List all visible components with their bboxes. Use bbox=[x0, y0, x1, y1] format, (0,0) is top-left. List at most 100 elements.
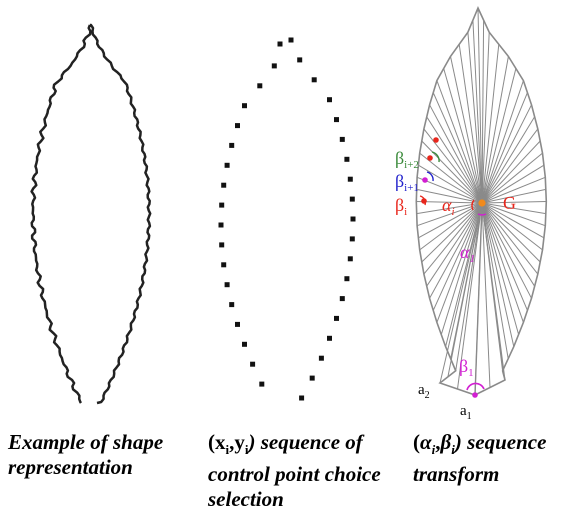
ray-line bbox=[429, 202, 483, 299]
control-point bbox=[350, 216, 356, 222]
ray-line bbox=[419, 152, 483, 204]
ray-line bbox=[481, 32, 490, 204]
ray-line bbox=[481, 56, 509, 204]
ray-line bbox=[432, 92, 483, 204]
label-G: G bbox=[503, 193, 516, 213]
centroid-point bbox=[478, 199, 486, 207]
control-point bbox=[218, 222, 224, 228]
caption-shape: Example of shape representation bbox=[8, 430, 164, 479]
ray-line bbox=[481, 202, 539, 275]
control-point bbox=[229, 142, 235, 148]
ray-line bbox=[421, 140, 483, 204]
control-point bbox=[219, 242, 225, 248]
control-point bbox=[334, 315, 339, 321]
control-point bbox=[327, 335, 332, 341]
control-point bbox=[229, 302, 235, 308]
control-point bbox=[309, 375, 315, 381]
ray-line bbox=[481, 164, 545, 204]
ray-line bbox=[439, 202, 483, 384]
control-point bbox=[344, 276, 350, 282]
ray-line bbox=[445, 202, 483, 347]
control-point bbox=[327, 97, 332, 103]
control-point bbox=[347, 256, 353, 262]
alpha-1-arc bbox=[477, 213, 487, 216]
ray-line bbox=[481, 202, 546, 227]
ray-line bbox=[481, 202, 509, 359]
ray-line bbox=[440, 202, 483, 335]
caption-transform: (αi,βi) sequence transform bbox=[413, 430, 547, 487]
control-point bbox=[224, 282, 230, 288]
label-alpha-i: αi bbox=[442, 195, 455, 218]
control-point bbox=[271, 63, 277, 69]
control-point bbox=[297, 57, 303, 63]
ray-line bbox=[443, 68, 483, 204]
ray-line bbox=[436, 80, 483, 204]
label-beta-i2: βi+2 bbox=[395, 148, 419, 171]
ray-line bbox=[481, 44, 500, 204]
control-point bbox=[259, 381, 265, 387]
control-point bbox=[349, 236, 355, 242]
ray-line bbox=[481, 128, 539, 204]
ray-line bbox=[432, 202, 483, 311]
shape-panel bbox=[30, 23, 152, 405]
alpha-1-segment bbox=[474, 204, 483, 396]
alpha-i-arc bbox=[471, 199, 475, 211]
ray-line bbox=[481, 202, 506, 381]
ray-line bbox=[481, 201, 547, 204]
ray-line bbox=[429, 104, 483, 204]
control-point bbox=[221, 182, 227, 188]
ray-line bbox=[426, 116, 483, 204]
control-point bbox=[339, 296, 345, 302]
control-point bbox=[242, 341, 247, 347]
ray-line bbox=[481, 202, 546, 215]
control-point bbox=[344, 156, 350, 162]
control-point bbox=[257, 83, 263, 89]
label-beta-1: β1 bbox=[459, 356, 474, 379]
control-point bbox=[242, 103, 247, 109]
ray-line bbox=[416, 188, 483, 204]
ray-line bbox=[481, 202, 536, 287]
ray-line bbox=[481, 20, 485, 204]
ray-line bbox=[481, 188, 546, 204]
control-point bbox=[224, 162, 230, 168]
control-point bbox=[221, 262, 227, 268]
ray-line bbox=[450, 56, 483, 204]
point-i2 bbox=[427, 155, 433, 161]
point-a1 bbox=[472, 392, 478, 398]
ray-line bbox=[450, 202, 483, 359]
control-point bbox=[311, 77, 317, 83]
control-point bbox=[318, 355, 324, 361]
ray-line bbox=[481, 202, 491, 388]
control-point bbox=[277, 41, 283, 47]
ray-line bbox=[477, 7, 483, 204]
point-i bbox=[421, 198, 427, 204]
ray-line bbox=[472, 20, 483, 204]
ray-line bbox=[481, 202, 528, 311]
ray-line bbox=[481, 202, 543, 251]
ray-line bbox=[481, 202, 541, 263]
point-top bbox=[433, 137, 439, 143]
control-point bbox=[235, 321, 240, 327]
label-a2: a2 bbox=[418, 382, 430, 401]
ray-line bbox=[481, 68, 517, 204]
ray-line bbox=[436, 202, 483, 323]
caption-control-points: (xi,yi) sequence of control point choice… bbox=[208, 430, 381, 512]
ray-line bbox=[418, 164, 483, 204]
control-point bbox=[288, 37, 294, 43]
ray-line bbox=[418, 202, 483, 239]
control-point bbox=[339, 136, 345, 142]
beta-i2-arc bbox=[431, 151, 440, 163]
ray-line bbox=[481, 202, 545, 239]
ray-line bbox=[457, 202, 483, 390]
ray-line bbox=[426, 202, 483, 287]
ray-line bbox=[421, 202, 483, 263]
ray-line bbox=[481, 92, 528, 204]
ray-line bbox=[481, 176, 546, 204]
control-point bbox=[235, 123, 240, 129]
ray-line bbox=[481, 202, 515, 347]
label-a1: a1 bbox=[460, 403, 472, 422]
beta-i1-arc bbox=[426, 171, 434, 182]
ray-lines bbox=[416, 7, 547, 396]
ray-line bbox=[481, 140, 541, 204]
